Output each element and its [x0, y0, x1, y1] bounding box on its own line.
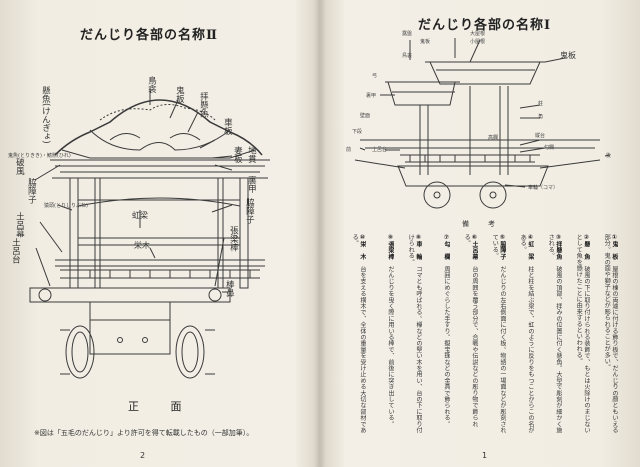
remark-note: ④虹 梁 柱と柱を結ぶ梁で、虹のように反りをもつことからこの名がある。: [519, 234, 534, 434]
label-kurumaita: 車板: [222, 118, 233, 135]
label-shugi: 栄木: [134, 241, 150, 250]
remark-note: ⑦勾 欄 周囲にめぐらした手すり。擬宝珠などの金具で飾られる。: [443, 234, 450, 428]
remark-note: ③拝懸魚 破風の頂部、拝みの位置に付く懸魚。大型で彫刻が細かく施される。: [547, 234, 562, 434]
right-page-title: だんじり各部の名称Ⅰ: [418, 18, 552, 33]
label-r-dodai: 土呂台: [372, 147, 388, 153]
remarks-text-block: ①鬼 板 屋根の棟の両端に付ける飾り板で、だんじりの顔ともいえる部分。鬼の面や獅…: [336, 222, 618, 444]
label-tsuyakoma: 地貫: [246, 146, 257, 163]
front-view-caption: 正 面: [128, 400, 196, 413]
label-onigawara: 鬼板: [174, 86, 185, 103]
label-r-yane: 鬼板: [560, 51, 576, 60]
remark-note: ①鬼 板 屋根の棟の両端に付ける飾り板で、だんじりの顔ともいえる部分。鬼の面や獅…: [603, 234, 618, 434]
remark-note: ⑧車 輪 コマとも呼ばれる。欅などの堅い木を用い、台の下に取り付けられる。: [407, 234, 422, 434]
label-ura: 裏甲: [246, 176, 257, 193]
label-r-top-mid-3: 鬼板: [420, 39, 431, 45]
label-r-shitami: 下段: [352, 129, 363, 135]
label-tsuma: 妻板: [232, 146, 243, 163]
label-shibou: 張梁棒: [228, 226, 239, 252]
label-dodai2: 土呂台: [10, 238, 21, 264]
label-r-hashira: 柱: [538, 101, 544, 107]
label-ogami-gyo: 拝懸魚: [198, 92, 209, 118]
label-kenbo-gyo: 懸魚(けんぎょ): [40, 86, 51, 144]
left-page-number: 2: [140, 451, 146, 460]
label-tate-right: 脇障子: [244, 198, 255, 224]
label-r-ushiro: 後: [606, 153, 612, 159]
label-r-yumi: 弓: [372, 73, 378, 79]
remark-note: ⑩栄 木 台を支える横木で、全体の重量を受け止める大切な部材である。: [351, 234, 366, 434]
label-tate-left: 脇障子: [26, 178, 37, 204]
label-koryo: 虹梁: [132, 211, 148, 220]
left-footnote: ※図は「五毛のだんじり」より許可を得て転載したもの（一部加筆）。: [34, 429, 254, 437]
left-page-title: だんじり各部の名称Ⅱ: [80, 28, 218, 43]
label-dodai: 土呂幕: [14, 212, 25, 238]
label-r-sharin: 車輪（コマ）: [528, 185, 559, 191]
label-r-mae: 前: [346, 147, 352, 153]
remark-note: ⑨張梁棒 だんじりを曳く際に用いる棒で、前後に突き出している。: [387, 234, 394, 428]
right-page-number: 1: [482, 451, 488, 460]
remarks-heading: 備 考: [462, 220, 501, 228]
label-hafu: 破風: [14, 158, 25, 175]
label-r-top-mid-2: 小屋根: [470, 39, 486, 45]
label-r-kaku: 角: [538, 114, 544, 120]
label-r-small-mid: 高欄: [488, 135, 499, 141]
label-r-kouran: 勾欄: [544, 145, 555, 151]
label-side-small-2: 猿頭(とりしりぶね): [44, 203, 88, 209]
label-r-top-mid-1: 大屋根: [470, 31, 486, 37]
label-side-small-1: 鬼魚(とりきき)・鰭懸(ひれ): [8, 153, 71, 159]
label-torii: 鳥衾: [146, 76, 157, 93]
book-gutter: [314, 0, 326, 467]
label-r-jutai: 縦台: [535, 133, 546, 139]
remark-note: ②懸 魚 破風の下に取り付けられる装飾で、もとは火除けのまじないとして魚を懸けた…: [575, 234, 590, 434]
label-r-ura: 裏甲: [366, 93, 377, 99]
label-r-top-left-1: 露盤: [402, 31, 413, 37]
label-r-kabe: 壁面: [360, 113, 371, 119]
remark-note: ⑤脇障子 だんじりの左右側面に付く板。物語の一場面などが彫刻されている。: [491, 234, 506, 434]
label-r-top-left-2: 鳥衾: [402, 53, 413, 59]
label-kakko: 棒鼻: [224, 280, 235, 297]
remark-note: ⑥土呂幕 台の周囲を覆う部分で、合戦や伝説などの彫り物で飾られる。: [463, 234, 478, 428]
